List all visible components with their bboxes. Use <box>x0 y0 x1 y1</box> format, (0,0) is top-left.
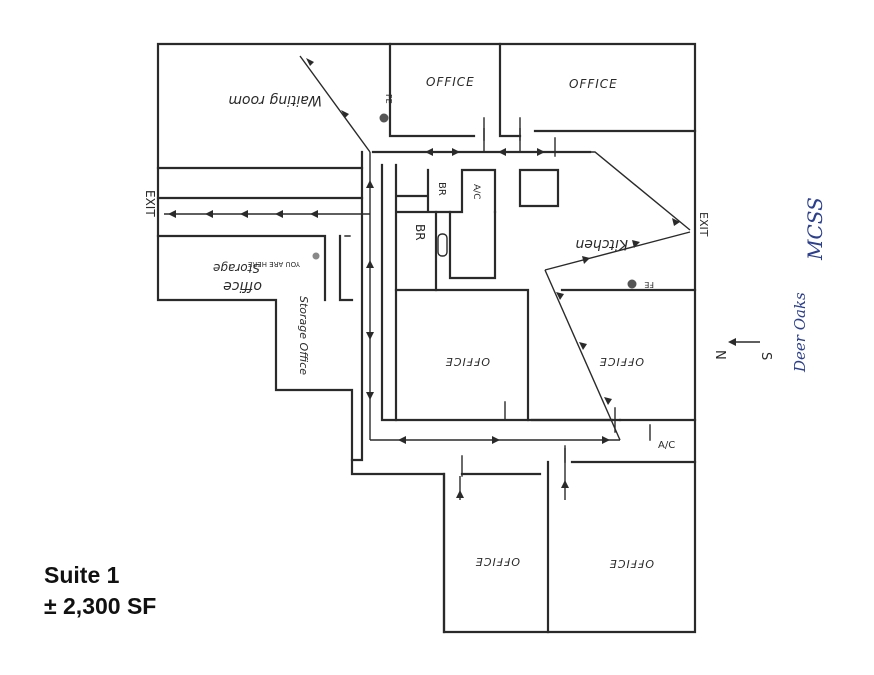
office-bottom-right-label: OFFICE <box>609 557 654 570</box>
arrowhead <box>537 148 545 156</box>
arrowhead <box>561 480 569 488</box>
exit-right-label: EXIT <box>697 212 710 237</box>
arrowhead <box>498 148 506 156</box>
arrowhead <box>579 342 587 350</box>
you-are-here-icon <box>312 252 320 260</box>
arrowhead <box>452 148 460 156</box>
office-mid-left-label: OFFICE <box>445 355 490 368</box>
you-are-here-label: YOU ARE HERE <box>248 260 301 268</box>
compass-south-label: S <box>758 352 773 360</box>
arrowhead <box>425 148 433 156</box>
arrowhead <box>492 436 500 444</box>
office-mid-right-label: OFFICE <box>599 355 644 368</box>
arrowhead <box>602 436 610 444</box>
arrowhead <box>672 218 680 226</box>
office-top-left-label: OFFICE <box>426 75 475 89</box>
arrowhead <box>366 332 374 340</box>
corridor-wall-inner <box>380 163 622 422</box>
ac-bottom-label: A/C <box>658 440 675 451</box>
office-bottom-left-label: OFFICE <box>475 555 520 568</box>
route-top-hall <box>372 151 691 231</box>
corridor-wall-left <box>350 166 364 462</box>
restroom-walls <box>394 163 497 292</box>
br-large-label: BR <box>413 224 427 241</box>
compass: N S <box>712 338 773 360</box>
route-kitchen <box>544 231 691 271</box>
route-diagonal <box>544 269 621 441</box>
fire-extinguisher-icon <box>627 279 637 289</box>
arrowhead <box>306 58 314 66</box>
office-bottom-walls <box>442 460 697 634</box>
fe-right-label: FE <box>644 280 654 289</box>
note-line1: Deer Oaks <box>791 292 809 373</box>
compass-north-label: N <box>712 350 727 360</box>
evacuation-route <box>164 55 691 500</box>
storage-office-label: Storage Office <box>297 296 310 375</box>
walls <box>156 42 697 634</box>
suite-name: Suite 1 <box>44 562 120 588</box>
kitchen-label: Kitchen <box>575 236 628 252</box>
office-top-left-walls <box>388 42 697 138</box>
handwritten-note: Deer Oaks MCSS <box>791 197 827 373</box>
storage-walls <box>338 234 354 302</box>
outer-wall <box>156 42 697 634</box>
waiting-room-wall <box>156 150 592 170</box>
exit-corridor-walls <box>156 196 364 302</box>
door-ticks <box>344 117 651 477</box>
arrowhead <box>604 397 612 405</box>
route-arrowheads <box>168 58 680 498</box>
arrowhead <box>275 210 283 218</box>
office-left-cursive-label: office <box>223 278 262 294</box>
arrowhead <box>456 490 464 498</box>
office-mid-left-walls <box>394 288 530 422</box>
toilet-icon <box>437 233 448 257</box>
arrowhead <box>168 210 176 218</box>
arrowhead <box>310 210 318 218</box>
arrowhead <box>556 292 564 300</box>
arrowhead <box>341 110 349 118</box>
route-waiting-to-hall <box>299 55 371 153</box>
br-small-label: BR <box>436 182 447 196</box>
arrowhead <box>366 180 374 188</box>
exit-left-label: EXIT <box>143 190 157 217</box>
route-top-vertical <box>483 128 521 152</box>
kitchen-block <box>518 168 560 208</box>
storage-left-label: Storage <box>213 261 260 275</box>
compass-arrow-icon <box>728 338 736 346</box>
ac-small-label: A/C <box>471 184 481 199</box>
office-mid-right-walls <box>530 288 697 422</box>
arrowhead <box>366 260 374 268</box>
arrowhead <box>205 210 213 218</box>
arrowhead <box>632 240 640 248</box>
fe-top-label: FE <box>384 94 393 104</box>
arrowhead <box>366 392 374 400</box>
note-line2: MCSS <box>803 197 827 261</box>
fire-extinguisher-icon <box>379 113 389 123</box>
suite-info: Suite 1 ± 2,300 SF <box>44 560 156 622</box>
arrowhead <box>240 210 248 218</box>
arrowhead <box>582 256 590 264</box>
br-block <box>434 210 497 292</box>
waiting-room-label: Waiting room <box>228 92 322 108</box>
suite-area: ± 2,300 SF <box>44 593 157 619</box>
arrowhead <box>398 436 406 444</box>
office-top-right-label: OFFICE <box>569 77 618 91</box>
